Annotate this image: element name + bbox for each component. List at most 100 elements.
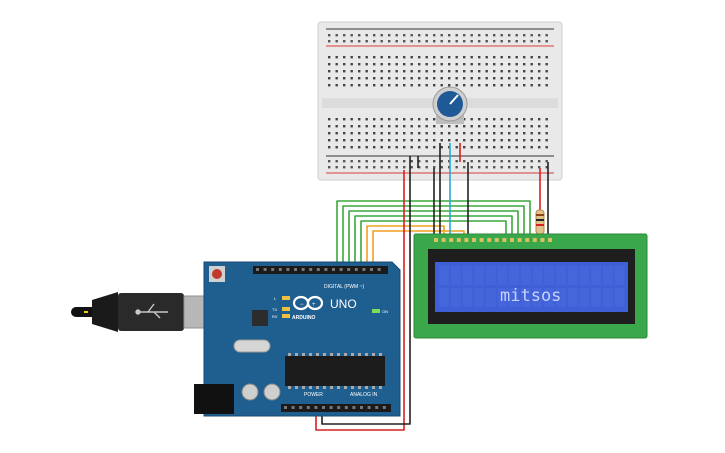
breadboard-hole[interactable]	[538, 125, 541, 128]
breadboard-hole[interactable]	[545, 63, 548, 66]
breadboard-hole[interactable]	[523, 125, 526, 128]
breadboard-hole[interactable]	[440, 84, 443, 87]
breadboard-hole[interactable]	[470, 84, 473, 87]
breadboard-rail-hole[interactable]	[500, 40, 503, 43]
breadboard-hole[interactable]	[328, 146, 331, 149]
breadboard-hole[interactable]	[523, 77, 526, 80]
breadboard-hole[interactable]	[373, 118, 376, 121]
breadboard-hole[interactable]	[515, 77, 518, 80]
breadboard-hole[interactable]	[545, 70, 548, 73]
breadboard-hole[interactable]	[395, 63, 398, 66]
breadboard-hole[interactable]	[448, 139, 451, 142]
breadboard-hole[interactable]	[500, 118, 503, 121]
breadboard-hole[interactable]	[493, 139, 496, 142]
breadboard-hole[interactable]	[455, 77, 458, 80]
breadboard-rail-hole[interactable]	[478, 160, 481, 163]
digital-pin[interactable]	[309, 268, 313, 271]
breadboard-hole[interactable]	[350, 70, 353, 73]
lcd-module[interactable]: mitsos	[413, 233, 648, 339]
breadboard-hole[interactable]	[463, 70, 466, 73]
power-pin[interactable]	[322, 406, 325, 409]
power-pin[interactable]	[299, 406, 303, 409]
breadboard-hole[interactable]	[538, 77, 541, 80]
breadboard-hole[interactable]	[410, 125, 413, 128]
breadboard-hole[interactable]	[388, 84, 391, 87]
breadboard-hole[interactable]	[538, 132, 541, 135]
breadboard-hole[interactable]	[523, 132, 526, 135]
wire-5v-red[interactable]	[315, 170, 405, 431]
breadboard-hole[interactable]	[418, 63, 421, 66]
breadboard-hole[interactable]	[530, 70, 533, 73]
breadboard-hole[interactable]	[388, 56, 391, 59]
breadboard-hole[interactable]	[478, 56, 481, 59]
breadboard-hole[interactable]	[350, 118, 353, 121]
breadboard-hole[interactable]	[425, 84, 428, 87]
breadboard-hole[interactable]	[328, 118, 331, 121]
breadboard-rail-hole[interactable]	[508, 160, 511, 163]
breadboard-rail-hole[interactable]	[463, 34, 466, 37]
breadboard-hole[interactable]	[523, 139, 526, 142]
breadboard-hole[interactable]	[500, 139, 503, 142]
lcd-pin[interactable]	[517, 238, 522, 242]
breadboard-hole[interactable]	[485, 139, 488, 142]
breadboard-rail-hole[interactable]	[463, 166, 466, 169]
breadboard-hole[interactable]	[388, 77, 391, 80]
breadboard-hole[interactable]	[425, 70, 428, 73]
breadboard-hole[interactable]	[515, 118, 518, 121]
breadboard-hole[interactable]	[425, 125, 428, 128]
breadboard-hole[interactable]	[470, 56, 473, 59]
breadboard-rail-hole[interactable]	[470, 166, 473, 169]
breadboard-hole[interactable]	[350, 125, 353, 128]
breadboard-rail-hole[interactable]	[448, 34, 451, 37]
breadboard-rail-hole[interactable]	[388, 160, 391, 163]
breadboard-hole[interactable]	[530, 125, 533, 128]
breadboard-hole[interactable]	[463, 118, 466, 121]
digital-pin[interactable]	[256, 268, 259, 271]
breadboard-rail-hole[interactable]	[470, 160, 473, 163]
breadboard-rail-hole[interactable]	[335, 40, 338, 43]
breadboard-rail-hole[interactable]	[335, 166, 338, 169]
breadboard-hole[interactable]	[388, 139, 391, 142]
breadboard-rail-hole[interactable]	[448, 40, 451, 43]
breadboard-hole[interactable]	[463, 56, 466, 59]
breadboard-hole[interactable]	[470, 146, 473, 149]
breadboard-hole[interactable]	[545, 56, 548, 59]
breadboard-hole[interactable]	[478, 146, 481, 149]
breadboard-rail-hole[interactable]	[358, 160, 361, 163]
breadboard-hole[interactable]	[395, 77, 398, 80]
breadboard-rail-hole[interactable]	[485, 160, 488, 163]
breadboard-hole[interactable]	[335, 125, 338, 128]
breadboard-hole[interactable]	[515, 70, 518, 73]
breadboard-hole[interactable]	[403, 70, 406, 73]
breadboard-rail-hole[interactable]	[508, 40, 511, 43]
breadboard-hole[interactable]	[425, 146, 428, 149]
breadboard-hole[interactable]	[470, 77, 473, 80]
breadboard-hole[interactable]	[500, 146, 503, 149]
breadboard-hole[interactable]	[545, 77, 548, 80]
breadboard-hole[interactable]	[365, 56, 368, 59]
breadboard-hole[interactable]	[515, 132, 518, 135]
breadboard-hole[interactable]	[380, 118, 383, 121]
breadboard-hole[interactable]	[455, 125, 458, 128]
breadboard-hole[interactable]	[440, 77, 443, 80]
breadboard-rail-hole[interactable]	[463, 160, 466, 163]
breadboard-hole[interactable]	[433, 118, 436, 121]
breadboard-hole[interactable]	[388, 125, 391, 128]
breadboard-rail-hole[interactable]	[418, 166, 421, 169]
breadboard-rail-hole[interactable]	[470, 40, 473, 43]
breadboard-hole[interactable]	[395, 56, 398, 59]
breadboard-hole[interactable]	[515, 84, 518, 87]
breadboard-hole[interactable]	[380, 77, 383, 80]
breadboard-rail-hole[interactable]	[433, 34, 436, 37]
breadboard-hole[interactable]	[410, 146, 413, 149]
breadboard-hole[interactable]	[410, 84, 413, 87]
breadboard-hole[interactable]	[328, 132, 331, 135]
breadboard-rail-hole[interactable]	[530, 160, 533, 163]
breadboard-rail-hole[interactable]	[493, 166, 496, 169]
breadboard-rail-hole[interactable]	[365, 160, 368, 163]
breadboard-hole[interactable]	[328, 84, 331, 87]
breadboard-hole[interactable]	[358, 56, 361, 59]
breadboard-rail-hole[interactable]	[538, 34, 541, 37]
breadboard-hole[interactable]	[485, 132, 488, 135]
breadboard-rail-hole[interactable]	[493, 160, 496, 163]
